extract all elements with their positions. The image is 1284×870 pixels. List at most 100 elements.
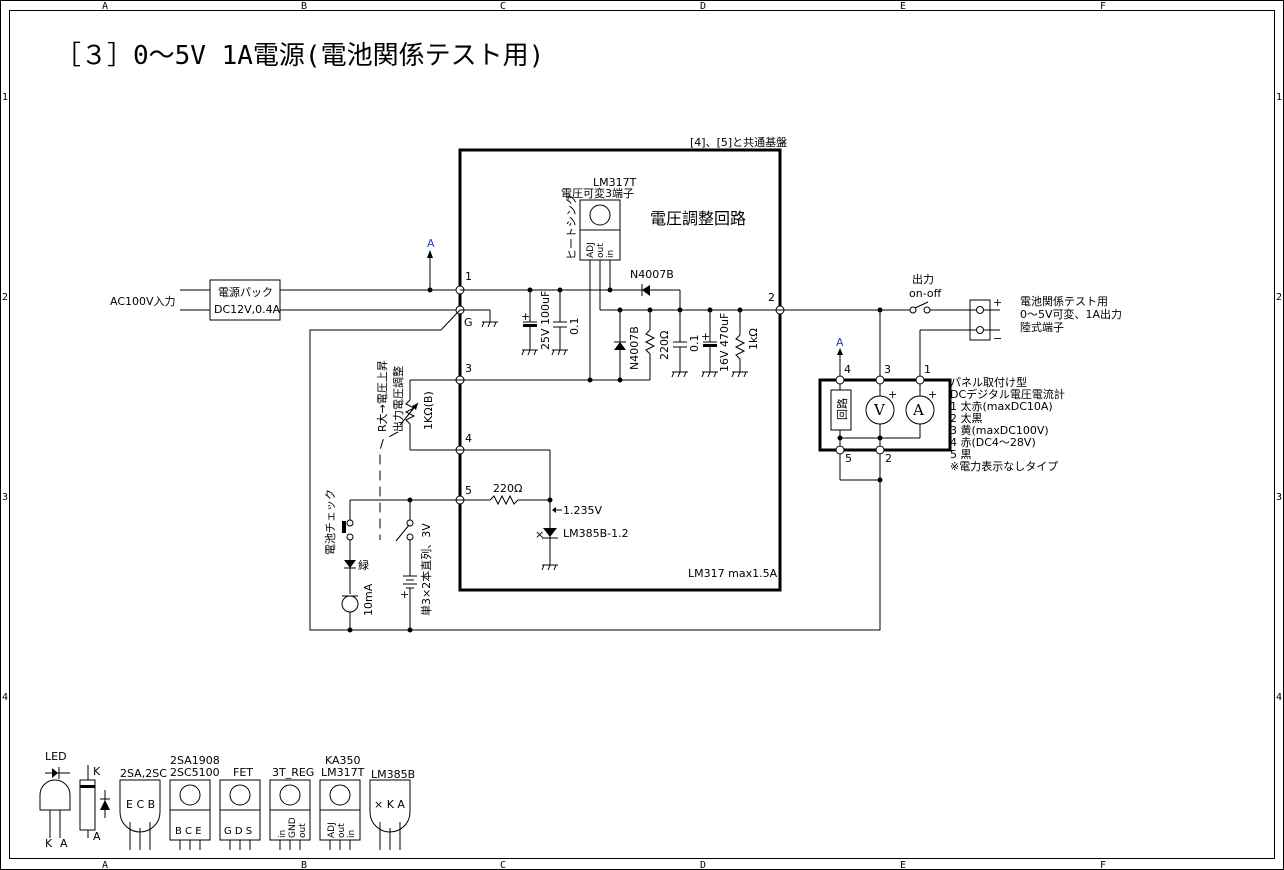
c1-label: 25V 100uF [539, 291, 552, 350]
legend-2sa1908: 2SA1908 2SC5100 B C E [169, 754, 220, 850]
battery-label: 単3×2本直列、3V [419, 523, 433, 616]
board-rating: LM317 max1.5A [688, 567, 778, 580]
output-terminal-plus[interactable] [976, 306, 984, 314]
polarity-minus: − [993, 332, 1002, 345]
meter-note: DCデジタル電圧電流計 [950, 387, 1065, 401]
battery-check-section: 電池チェック 緑 10mA + 単3×2本直列、3V [324, 489, 460, 633]
row-labels-right: 1 2 3 4 [1276, 92, 1282, 703]
meter-pin-label: 3 [884, 363, 891, 376]
board-note: [4]、[5]と共通基盤 [690, 136, 787, 149]
output-terminal-block [969, 299, 991, 341]
col-label: D [700, 1, 706, 12]
row-labels-left: 1 2 3 4 [2, 92, 8, 703]
led-label: 緑 [358, 558, 369, 572]
output-switch[interactable] [909, 306, 917, 314]
output-desc-1: 電池関係テスト用 [1020, 295, 1108, 308]
pin-labels: E C B [126, 798, 155, 811]
legend-title: LM317T [321, 766, 365, 779]
meter-note: 5 黒 [950, 448, 972, 461]
section-label: 電圧調整回路 [650, 209, 746, 228]
col-label: B [301, 1, 307, 12]
pin-label: GND [288, 817, 298, 838]
meter-pin-label: 1 [924, 363, 931, 376]
legend-title: LM385B [371, 768, 415, 781]
diode-shunt: N4007B [614, 310, 641, 380]
output-switch-sub: on-off [909, 287, 942, 300]
meter-note: 3 黄(maxDC100V) [950, 423, 1049, 437]
legend-title: 2SC5100 [170, 766, 220, 779]
pin-label: in [347, 830, 357, 838]
power-pack-line1: 電源パック [218, 285, 273, 299]
arrow-icon [412, 403, 418, 410]
meter-note: 2 太黒 [950, 412, 983, 425]
polarity-plus: + [888, 388, 897, 401]
row-label: 3 [2, 492, 8, 503]
pin-label: A [60, 837, 68, 850]
reference-section: 220Ω 1.235V × LM385B-1.2 [460, 450, 629, 571]
legend-title: 3T_REG [272, 766, 314, 779]
battery-check-label: 電池チェック [324, 489, 337, 555]
col-label: E [900, 860, 906, 870]
pin-label: out [298, 823, 308, 838]
pin-labels: B C E [175, 826, 202, 837]
meter-pin-label: 2 [885, 452, 892, 465]
led-icon [52, 768, 58, 778]
switch-lever [395, 524, 410, 542]
output-desc-3: 陸式端子 [1020, 321, 1064, 334]
row-label: 1 [1276, 92, 1282, 103]
ref-x-pin: × [535, 528, 544, 541]
reg-pin-out: out [596, 243, 606, 258]
polarity-plus: + [928, 388, 937, 401]
resistor-1k: 1kΩ [731, 310, 760, 378]
pin-labels: × K A [374, 798, 405, 811]
led-body [39, 779, 71, 811]
output-desc-2: 0～5V可変、1A出力 [1020, 307, 1122, 321]
arrow-up-icon [427, 250, 433, 258]
board-terminals: 1 G 3 4 5 2 [455, 270, 785, 505]
pin-label: in [278, 830, 288, 838]
zener-icon [543, 528, 557, 537]
meter-notes: パネル取付け型 DCデジタル電圧電流計 1 太赤(maxDC10A) 2 太黒 … [950, 375, 1065, 473]
inner-frame [9, 10, 1275, 859]
input-section: AC100V入力 電源パック DC12V,0.4A A [110, 237, 460, 321]
meter-label: 10mA [362, 583, 375, 616]
regulator-desc: 電圧可変3端子 [561, 186, 634, 200]
meter-note: 1 太赤(maxDC10A) [950, 400, 1053, 413]
package-legend: LED K A K A 2SA,2SC E C B [39, 750, 415, 850]
power-pack-box [209, 279, 281, 321]
reg-pin-adj: ADJ [586, 242, 596, 258]
column-labels-bottom: A B C D E F [102, 860, 1106, 870]
col-label: A [102, 1, 108, 12]
polarity-plus: + [400, 588, 409, 601]
c3-label: 0.1 [688, 335, 701, 353]
pot-label: 1KΩ(B) [422, 391, 435, 430]
meter-note: 4 赤(DC4～28V) [950, 436, 1036, 449]
meter-circuit-block [830, 389, 852, 431]
ganged-link [379, 431, 399, 540]
diode-shunt-label: N4007B [628, 326, 641, 370]
led-icon [344, 560, 356, 568]
terminal-label: 4 [465, 432, 472, 445]
output-terminal-minus[interactable] [976, 326, 984, 334]
terminal-label: 5 [465, 484, 472, 497]
col-label: B [301, 860, 307, 870]
legend-led: LED K A [39, 750, 71, 850]
pin-label: out [337, 823, 347, 838]
c4-label: 16V 470uF [718, 313, 731, 372]
voltmeter-label: V [873, 401, 886, 419]
diode-icon [642, 285, 650, 296]
row-label: 2 [2, 292, 8, 303]
meter-pin-label: 4 [844, 363, 851, 376]
meter-pin-label: 5 [845, 452, 852, 465]
terminal-label: G [464, 316, 473, 329]
capacitor-c1: + 25V 100uF [521, 290, 552, 356]
panel-meter: 4 3 1 5 2 回路 V + A + [818, 363, 952, 483]
terminal-label: 1 [465, 270, 472, 283]
lm317-regulator: LM317T 電圧可変3端子 ヒートシンク ADJ out in [561, 176, 637, 380]
col-label: D [700, 860, 706, 870]
node-a-label: A [427, 237, 435, 250]
polarity-plus: + [701, 330, 710, 343]
legend-title: 2SA,2SC [120, 767, 167, 780]
